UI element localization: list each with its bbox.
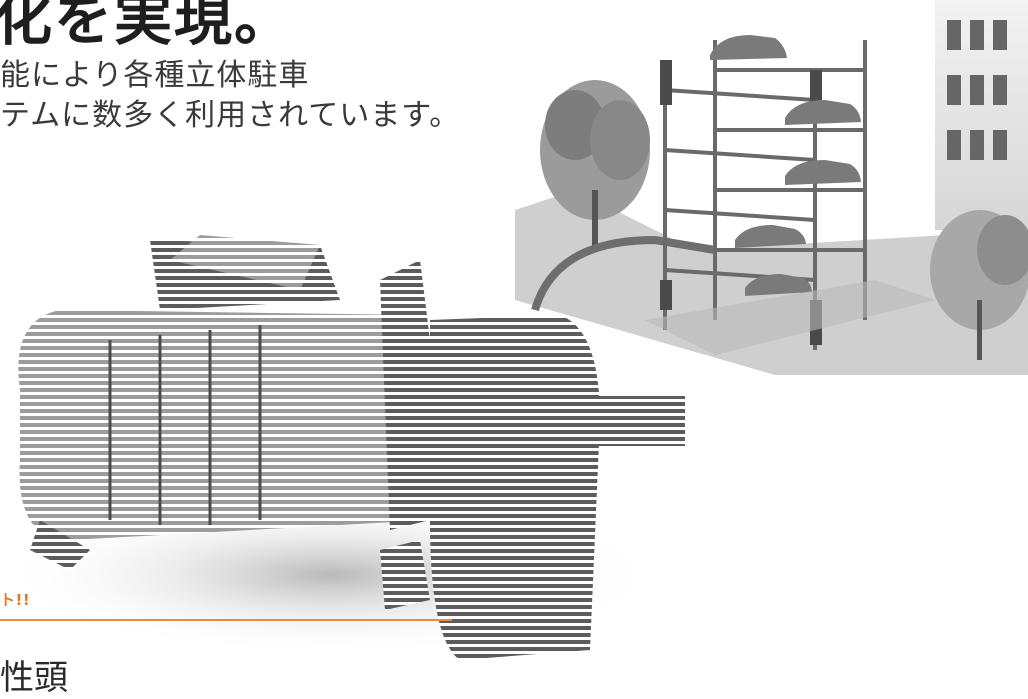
body-text-line-2: テムに数多く利用されています。 bbox=[0, 98, 461, 133]
apartment-building bbox=[935, 0, 1028, 230]
gear-motor-illustration bbox=[0, 220, 700, 671]
page-headline: 化を実現。 bbox=[0, 0, 295, 53]
body-text-line-1: 能により各種立体駐車 bbox=[0, 58, 310, 93]
parked-cars bbox=[710, 35, 861, 296]
parking-tower-illustration bbox=[515, 0, 1028, 375]
callout-label: ト!! bbox=[0, 591, 31, 609]
parking-tower-structure bbox=[663, 40, 867, 350]
orange-divider bbox=[0, 619, 452, 621]
tree-left bbox=[540, 80, 650, 250]
section-heading-fragment: 性頭 bbox=[0, 658, 68, 698]
